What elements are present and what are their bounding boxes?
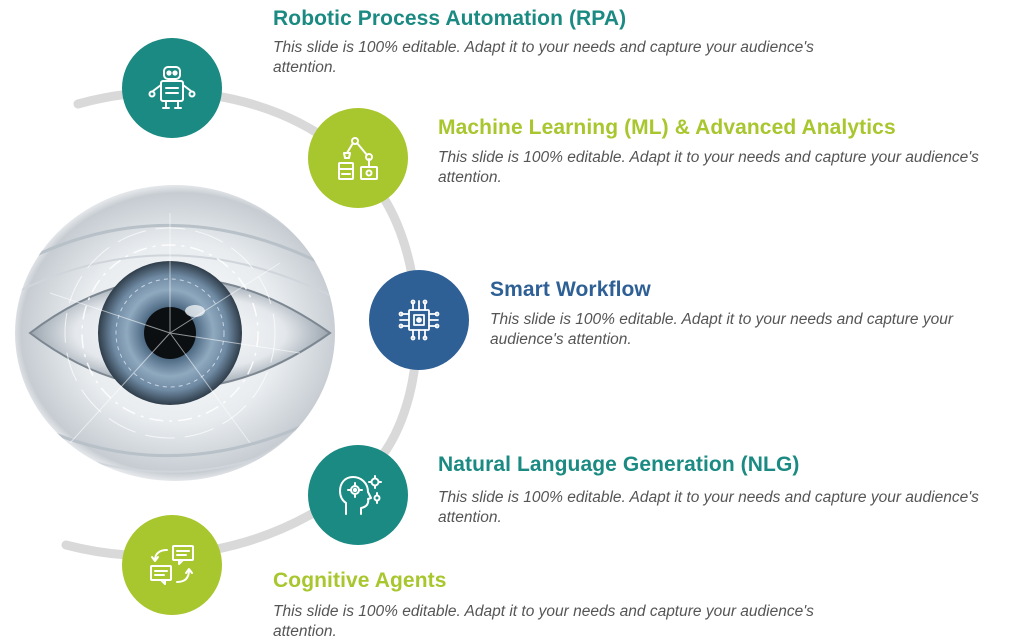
nlg-icon-circle [308, 445, 408, 545]
smart-workflow-description: This slide is 100% editable. Adapt it to… [490, 311, 953, 348]
chat-exchange-icon [150, 545, 194, 585]
smart-workflow-title: Smart Workflow [490, 278, 651, 301]
smart-workflow-icon-circle [369, 270, 469, 370]
nlg-description: This slide is 100% editable. Adapt it to… [438, 489, 979, 526]
robot-icon [148, 66, 196, 109]
nlg-title: Natural Language Generation (NLG) [438, 453, 800, 476]
head-gears-icon [339, 475, 382, 515]
cognitive-agents-description: This slide is 100% editable. Adapt it to… [273, 603, 814, 640]
cognitive-agents-title: Cognitive Agents [273, 569, 447, 592]
circuit-chip-icon [398, 299, 440, 341]
rpa-title: Robotic Process Automation (RPA) [273, 7, 627, 30]
cognitive-agents-icon-circle [122, 515, 222, 615]
rpa-description: This slide is 100% editable. Adapt it to… [273, 39, 814, 76]
ml-icon-circle [308, 108, 408, 208]
robotic-arm-icon [338, 137, 378, 180]
ml-title: Machine Learning (ML) & Advanced Analyti… [438, 116, 896, 139]
rpa-icon-circle [122, 38, 222, 138]
ml-description: This slide is 100% editable. Adapt it to… [438, 149, 979, 186]
eye-closeup-image [10, 183, 350, 483]
